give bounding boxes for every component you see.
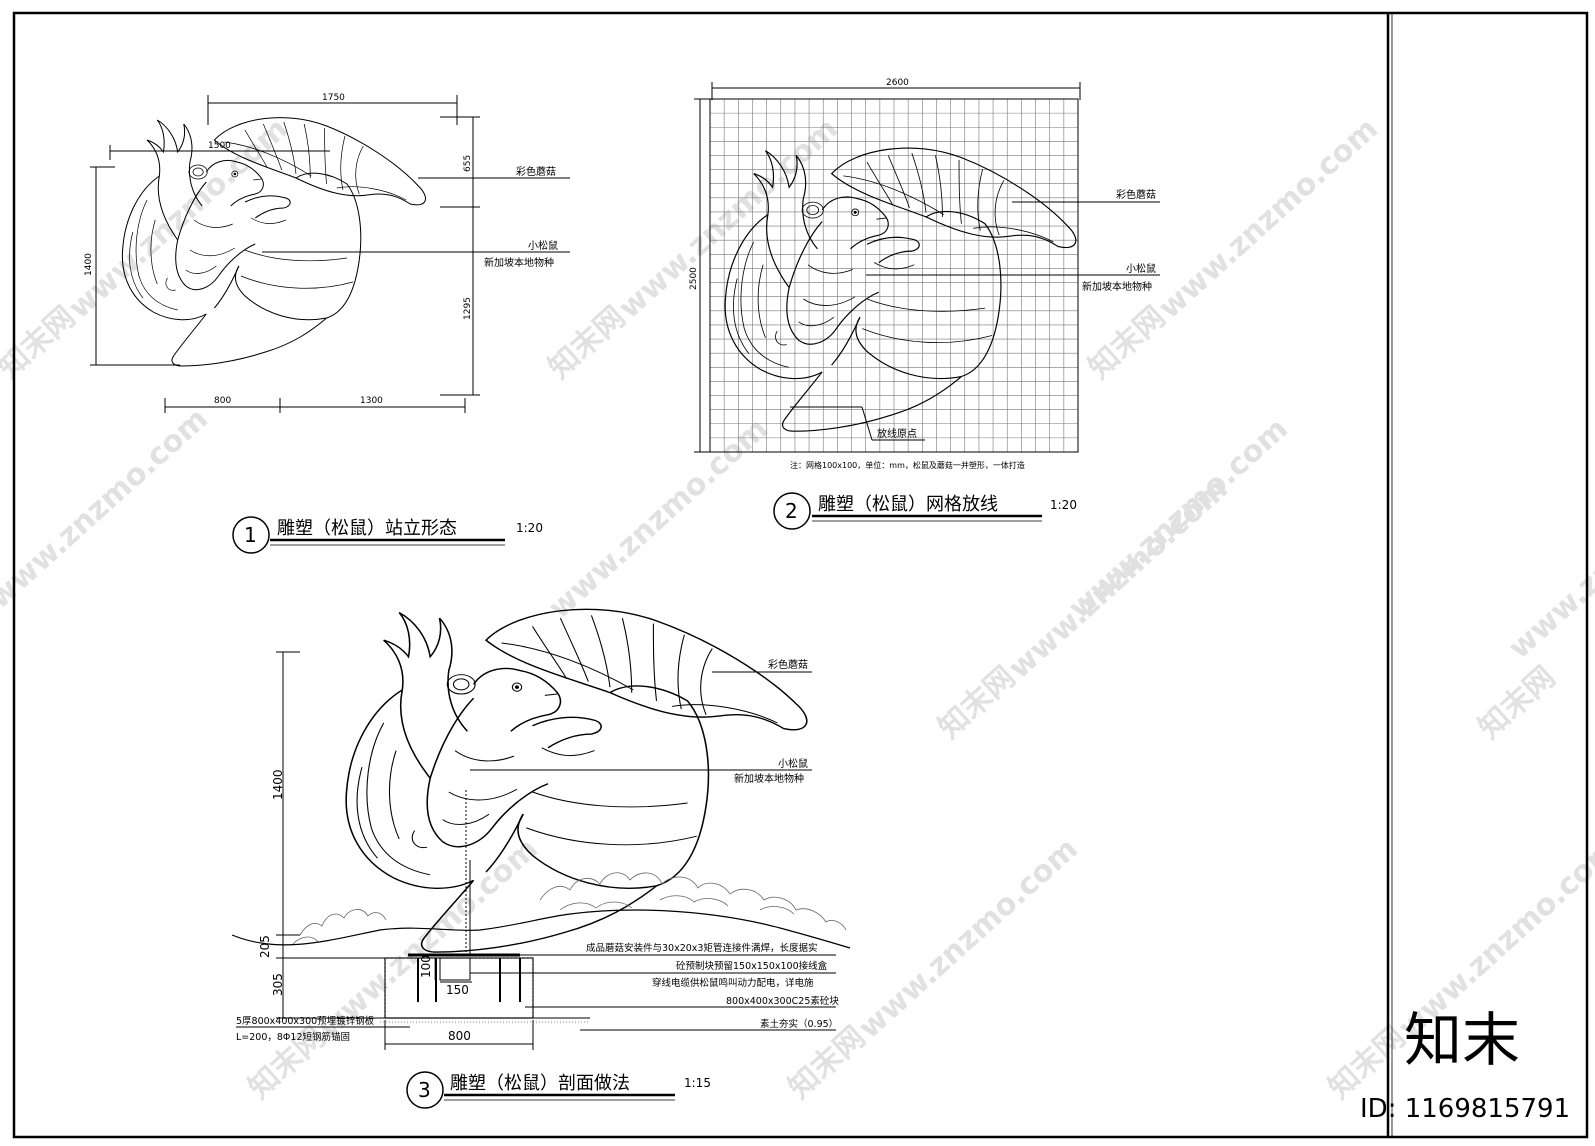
view3-dim-305: 305	[271, 973, 285, 996]
view1-dim-bottom: 800 1300	[164, 396, 466, 413]
view2-label-mushroom: 彩色蘑菇	[1116, 188, 1156, 201]
view3-callout-5: 素土夯实（0.95）	[760, 1018, 838, 1030]
view1-label-mushroom: 彩色蘑菇	[516, 165, 556, 178]
view3-callout-4: 800x400x300C25素砼块	[726, 995, 839, 1007]
view3-dim-205: 205	[258, 935, 272, 958]
view1-number: 1	[244, 523, 257, 547]
view1-dim-1500: 1500	[208, 141, 231, 151]
watermark-site: www.znzmo.com	[1152, 111, 1385, 326]
watermark-site: www.znzmo.com	[1002, 471, 1235, 686]
watermark-brand: 知末网	[932, 660, 1022, 746]
view1-title-block: 1 雕塑（松鼠）站立形态 1:20	[232, 516, 543, 554]
watermark-site: www.znzmo.com	[62, 111, 295, 326]
view2-title-block: 2 雕塑（松鼠）网格放线 1:20	[773, 492, 1077, 530]
view1-title: 雕塑（松鼠）站立形态	[277, 518, 457, 539]
view1-scale: 1:20	[516, 521, 543, 535]
watermark-brand: 知末网	[1472, 660, 1562, 746]
view1-dim-1300: 1300	[360, 396, 383, 406]
view2-grid-layout: 2600 2500 彩色蘑菇 小松鼠 新加坡本地物种 放线原点 注：网格100x…	[689, 78, 1160, 530]
view3-label-species: 新加坡本地物种	[734, 772, 804, 785]
view3-dim-1400: 1400	[271, 769, 285, 800]
view1-label-squirrel: 小松鼠	[528, 239, 558, 252]
view1-dim-655: 655	[463, 155, 473, 172]
watermark-site: www.znzmo.com	[0, 401, 215, 616]
view3-callout-7: L=200，8Φ12短钢筋锚固	[236, 1031, 350, 1043]
view2-label-squirrel: 小松鼠	[1126, 262, 1156, 275]
view1-dim-left: 1400	[84, 166, 180, 366]
view3-callout-1: 成品蘑菇安装件与30x20x3矩管连接件满焊，长度据实	[586, 942, 817, 954]
sheet-border	[12, 11, 1589, 1139]
watermark-brand: 知末网	[1322, 1020, 1412, 1106]
watermark-brand: 知末网	[542, 300, 632, 386]
watermark-brand: 知末网	[782, 1020, 872, 1106]
view2-number: 2	[785, 499, 798, 523]
view2-scale: 1:20	[1050, 498, 1077, 512]
view3-callout-2: 砼预制块预留150x150x100接线盒	[676, 960, 828, 972]
view1-dim-1295: 1295	[463, 297, 473, 320]
view3-label-mushroom: 彩色蘑菇	[768, 658, 808, 671]
view1-dim-cap: 1500	[109, 141, 330, 160]
view2-note: 注：网格100x100，单位：mm，松鼠及蘑菇一并塑形，一体打造	[790, 460, 1025, 470]
watermark-site: www.znzmo.com	[852, 831, 1085, 1046]
watermark-site: www.znzmo.com	[312, 831, 545, 1046]
watermark-brand: 知末网	[1082, 300, 1172, 386]
watermark-site: www.znzmo.com	[612, 111, 845, 326]
view3-title-block: 3 雕塑（松鼠）剖面做法 1:15	[406, 1071, 711, 1109]
view3-section: 1400 205 305 100 150 800 彩色蘑菇 小松鼠 新加坡本地物…	[231, 608, 851, 1109]
brand-logo: 知末 ID: 1169815791	[1360, 1006, 1570, 1124]
view3-dim-150: 150	[446, 983, 469, 997]
view2-dim-2500: 2500	[689, 267, 699, 290]
view2-title: 雕塑（松鼠）网格放线	[818, 494, 998, 515]
view1-label-species: 新加坡本地物种	[484, 256, 554, 269]
view3-dims: 1400 205 305 100 150 800	[258, 651, 534, 1050]
logo-id: ID: 1169815791	[1360, 1094, 1570, 1124]
watermark-layer: 知末网 www.znzmo.com 知末网 www.znzmo.com 知末网 …	[0, 111, 1595, 1106]
view3-scale: 1:15	[684, 1076, 711, 1090]
view3-shrubs	[291, 872, 847, 946]
view1-dim-800: 800	[214, 396, 231, 406]
watermark-site: www.znzmo.com	[542, 411, 775, 626]
view3-dim-800: 800	[448, 1029, 471, 1043]
view2-label-origin: 放线原点	[877, 427, 917, 440]
view2-dim-2600: 2600	[886, 78, 909, 88]
view3-title: 雕塑（松鼠）剖面做法	[450, 1073, 630, 1094]
view3-label-squirrel: 小松鼠	[778, 757, 808, 770]
view1-dim-top: 1750	[207, 93, 458, 125]
view1-dim-right: 655 1295	[440, 116, 480, 396]
view1-dim-1400: 1400	[84, 253, 94, 276]
view3-dim-100: 100	[419, 955, 433, 978]
view3-number: 3	[418, 1078, 431, 1102]
view1-dim-1750: 1750	[322, 93, 345, 103]
watermark-brand: 知末网	[0, 300, 82, 386]
view3-callout-3: 穿线电缆供松鼠鸣叫动力配电，详电施	[652, 977, 814, 989]
view1-elevation: 1750 1500 1400 655 1295	[84, 93, 570, 554]
watermark-site: www.znzmo.com	[1502, 451, 1595, 666]
view2-label-species: 新加坡本地物种	[1082, 280, 1152, 293]
logo-text: 知末	[1404, 1006, 1520, 1074]
view3-callout-6: 5厚800x400x300预埋镀锌钢板	[236, 1015, 375, 1027]
